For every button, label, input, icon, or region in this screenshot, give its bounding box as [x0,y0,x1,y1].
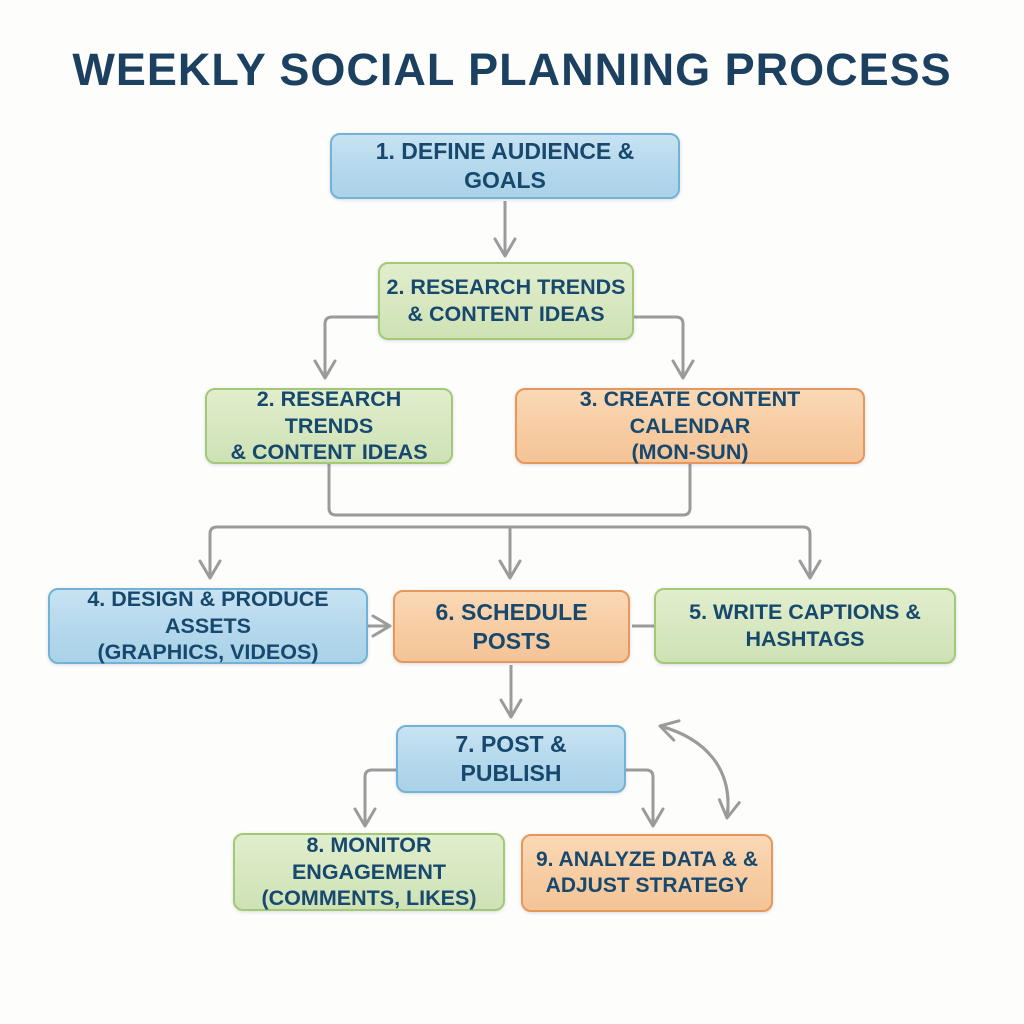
node-research-trends: 2. RESEARCH TRENDS & CONTENT IDEAS [378,262,634,340]
node-label: (GRAPHICS, VIDEOS) [97,640,319,665]
node-label: 2. RESEARCH TRENDS [386,275,626,300]
arrow-2-to-2dup [313,315,378,380]
node-monitor-engagement: 8. MONITOR ENGAGEMENT (COMMENTS, LIKES) [233,833,505,911]
arrow-join-to-4 [198,525,510,580]
node-label: 9. ANALYZE DATA & & [535,847,759,871]
curved-arrow-7-to-9 [659,724,741,820]
node-label: 5. WRITE CAPTIONS & [689,600,921,625]
arrow-2-to-3 [634,315,695,380]
node-post-publish: 7. POST & PUBLISH [396,725,626,793]
arrow-7-to-8 [353,768,396,828]
node-label: 2. RESEARCH TRENDS [256,387,402,438]
page-title: WEEKLY SOCIAL PLANNING PROCESS [72,44,952,95]
node-label: ADJUST STRATEGY [545,874,749,897]
node-label: 3. CREATE CONTENT CALENDAR [579,387,801,438]
node-research-trends-2: 2. RESEARCH TRENDS & CONTENT IDEAS [205,387,453,465]
node-label: 8. MONITOR ENGAGEMENT [291,833,447,884]
curved-arrow-9-to-7 [658,719,730,819]
node-label: HASHTAGS [745,627,865,651]
node-label: & CONTENT IDEAS [230,440,428,465]
node-schedule-posts: 6. SCHEDULE POSTS [393,590,630,663]
node-label: (COMMENTS, LIKES) [261,886,477,911]
join-row3-bracket [327,464,692,517]
node-design-produce-assets: 4. DESIGN & PRODUCE ASSETS (GRAPHICS, VI… [48,587,368,665]
node-write-captions-hashtags: 5. WRITE CAPTIONS & HASHTAGS [654,588,956,664]
node-label: & CONTENT IDEAS [407,302,605,326]
arrow-join-to-5 [510,525,822,580]
node-label: 6. SCHEDULE POSTS [435,598,588,654]
node-create-content-calendar: 3. CREATE CONTENT CALENDAR (MON-SUN) [515,387,865,465]
node-label: 1. DEFINE AUDIENCE & GOALS [375,138,635,193]
node-label: 7. POST & PUBLISH [455,731,567,786]
node-define-audience-goals: 1. DEFINE AUDIENCE & GOALS [330,133,680,199]
arrow-7-to-9 [626,768,665,828]
node-label: 4. DESIGN & PRODUCE ASSETS [87,587,329,638]
node-label: (MON-SUN) [631,440,749,465]
node-analyze-adjust-strategy: 9. ANALYZE DATA & & ADJUST STRATEGY [521,834,773,912]
